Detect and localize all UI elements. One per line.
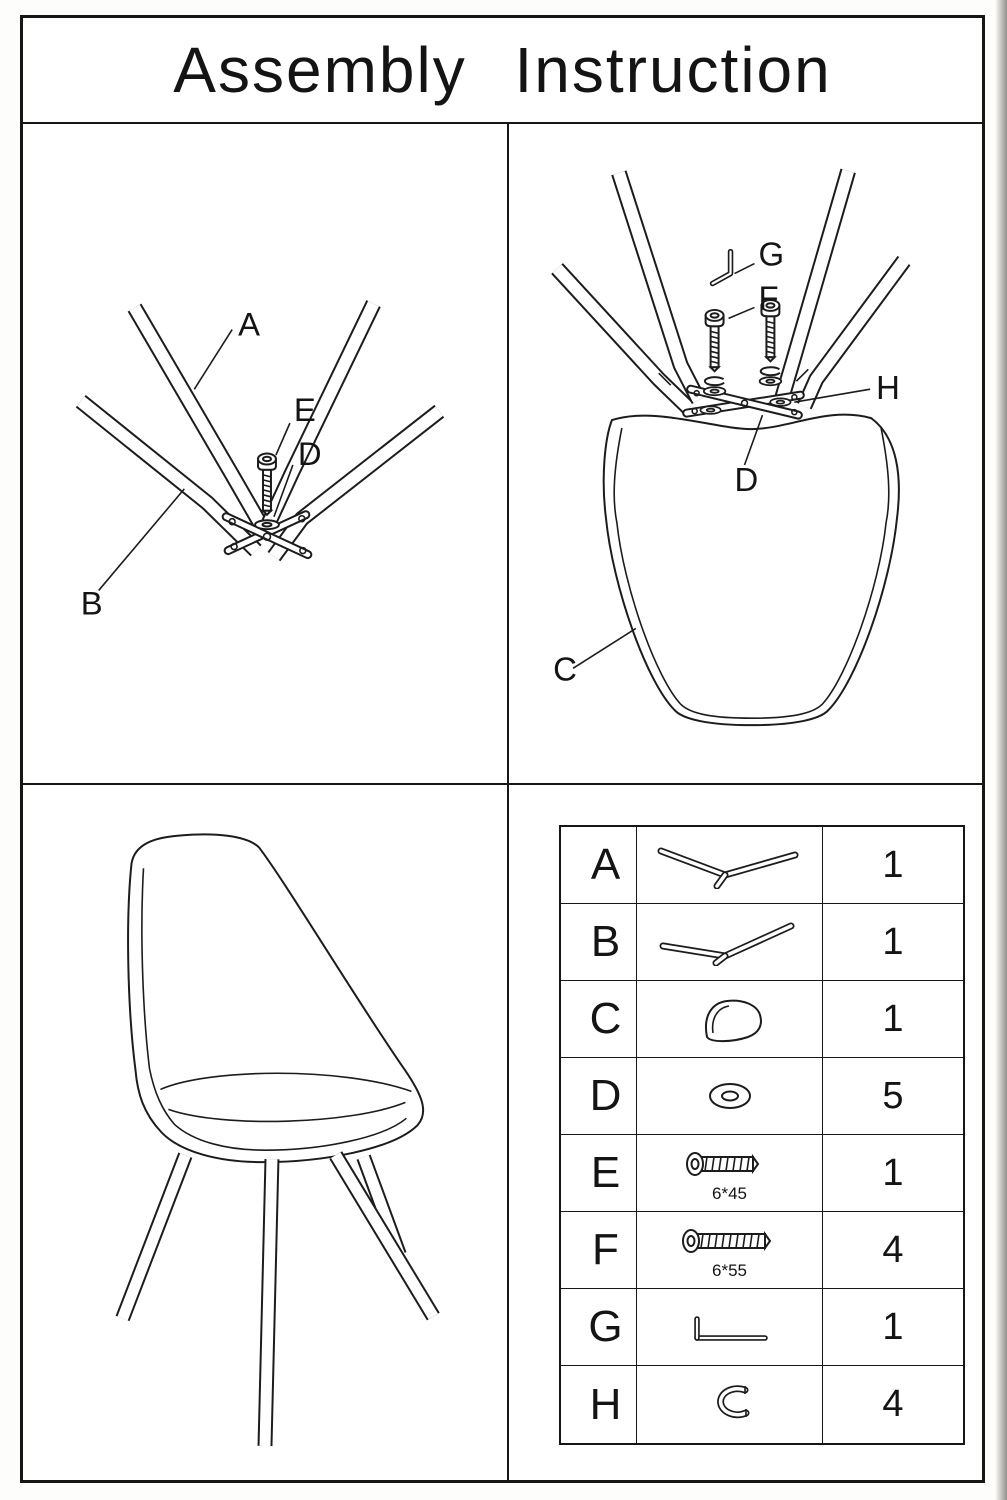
panel-seat-underside: G F H D C bbox=[509, 124, 982, 785]
spring-washer-drawing bbox=[759, 366, 781, 377]
seat-shell-icon bbox=[704, 999, 762, 1042]
flat-washer-drawing bbox=[699, 405, 722, 415]
leg-drawing-right-outer bbox=[797, 255, 911, 410]
parts-row-e: E 6*45 1 bbox=[561, 1135, 963, 1212]
leg-frame-a-icon bbox=[657, 847, 798, 889]
chair-shell-drawing bbox=[127, 833, 425, 1164]
parts-row-g: G 1 bbox=[561, 1289, 963, 1366]
allen-key-icon bbox=[693, 1315, 768, 1341]
part-qty: 4 bbox=[823, 1212, 963, 1289]
panel-base-assembly: A E D B bbox=[23, 124, 509, 785]
chair-leg-left bbox=[115, 1152, 193, 1322]
part-letter: B bbox=[561, 904, 637, 981]
seat-underside-diagram: G F H D C bbox=[551, 168, 911, 727]
panel-assembled-chair bbox=[23, 785, 509, 1480]
label-c: C bbox=[553, 627, 637, 687]
spring-washer-drawing bbox=[703, 376, 726, 387]
part-letter: E bbox=[561, 1135, 637, 1212]
svg-text:G: G bbox=[758, 236, 784, 273]
svg-text:E: E bbox=[294, 391, 316, 428]
parts-row-b: B 1 bbox=[561, 904, 963, 981]
svg-text:B: B bbox=[81, 584, 103, 621]
leg-insert-marks bbox=[658, 368, 809, 386]
leg-drawing-left-inner bbox=[611, 170, 706, 404]
part-icon-cell bbox=[637, 1366, 823, 1443]
part-qty: 1 bbox=[823, 827, 963, 904]
leg-frame-b-icon bbox=[659, 922, 794, 966]
part-icon-cell bbox=[637, 827, 823, 904]
label-d: D bbox=[735, 414, 764, 498]
flat-washer-drawing bbox=[769, 397, 792, 407]
svg-text:C: C bbox=[553, 650, 577, 687]
part-letter: C bbox=[561, 981, 637, 1058]
label-e: E bbox=[275, 391, 316, 456]
seat-shell-drawing bbox=[602, 413, 900, 727]
label-f: F bbox=[728, 279, 779, 320]
flat-washer-drawing bbox=[702, 386, 727, 397]
page-border: Assembly Instruction bbox=[20, 15, 985, 1483]
parts-row-a: A 1 bbox=[561, 827, 963, 904]
svg-text:A: A bbox=[238, 305, 260, 342]
part-letter: A bbox=[561, 827, 637, 904]
mounting-bracket-drawing bbox=[221, 510, 313, 560]
part-qty: 1 bbox=[823, 1135, 963, 1212]
bolt-f-drawing bbox=[704, 308, 725, 373]
scan-shadow-edge bbox=[995, 0, 1007, 1500]
label-g: G bbox=[734, 236, 784, 275]
part-letter: G bbox=[561, 1289, 637, 1366]
label-a: A bbox=[193, 305, 260, 390]
flat-washer-drawing bbox=[758, 376, 783, 387]
part-size-label: 6*45 bbox=[712, 1184, 747, 1203]
leg-drawing-right-inner bbox=[774, 168, 856, 400]
svg-text:D: D bbox=[735, 461, 759, 498]
bolt-icon bbox=[681, 1229, 771, 1253]
parts-row-h: H 4 bbox=[561, 1366, 963, 1443]
title-bar: Assembly Instruction bbox=[23, 18, 982, 124]
base-assembly-diagram: A E D B bbox=[75, 300, 445, 621]
part-icon-cell: 6*45 bbox=[637, 1135, 823, 1212]
svg-text:D: D bbox=[298, 435, 322, 472]
parts-row-d: D 5 bbox=[561, 1058, 963, 1135]
part-letter: H bbox=[561, 1366, 637, 1443]
part-qty: 1 bbox=[823, 904, 963, 981]
svg-text:H: H bbox=[876, 369, 900, 406]
part-qty: 1 bbox=[823, 1289, 963, 1366]
spring-washer-icon bbox=[716, 1385, 749, 1419]
label-d: D bbox=[273, 435, 322, 518]
part-letter: D bbox=[561, 1058, 637, 1135]
flat-washer-drawing bbox=[254, 519, 280, 531]
parts-row-f: F 6*55 4 bbox=[561, 1212, 963, 1289]
page-title: Assembly Instruction bbox=[173, 34, 832, 106]
flat-washer-icon bbox=[708, 1082, 751, 1109]
quadrant-grid: A E D B bbox=[23, 124, 982, 1480]
part-icon-cell bbox=[637, 1058, 823, 1135]
chair-leg-center bbox=[257, 1158, 280, 1447]
part-size-label: 6*55 bbox=[712, 1261, 747, 1280]
part-qty: 4 bbox=[882, 1383, 904, 1425]
part-icon-cell: 6*55 bbox=[637, 1212, 823, 1289]
chair-leg-right bbox=[329, 1151, 440, 1321]
label-h: H bbox=[794, 369, 900, 406]
svg-text:F: F bbox=[758, 279, 778, 316]
panel-parts-list: A 1 B bbox=[509, 785, 982, 1480]
part-letter: F bbox=[561, 1212, 637, 1289]
label-b: B bbox=[81, 488, 185, 621]
parts-row-c: C 1 bbox=[561, 981, 963, 1058]
part-icon-cell bbox=[637, 1289, 823, 1366]
bolt-icon bbox=[685, 1152, 759, 1176]
part-icon-cell bbox=[637, 904, 823, 981]
parts-table: A 1 B bbox=[559, 825, 965, 1445]
leg-drawing-left-outer bbox=[551, 263, 695, 414]
part-qty: 1 bbox=[823, 981, 963, 1058]
assembled-chair-drawing bbox=[115, 833, 440, 1447]
part-icon-cell bbox=[637, 981, 823, 1058]
part-qty: 5 bbox=[823, 1058, 963, 1135]
leg-frame-a-drawing bbox=[127, 300, 381, 531]
allen-key-drawing bbox=[709, 248, 734, 287]
